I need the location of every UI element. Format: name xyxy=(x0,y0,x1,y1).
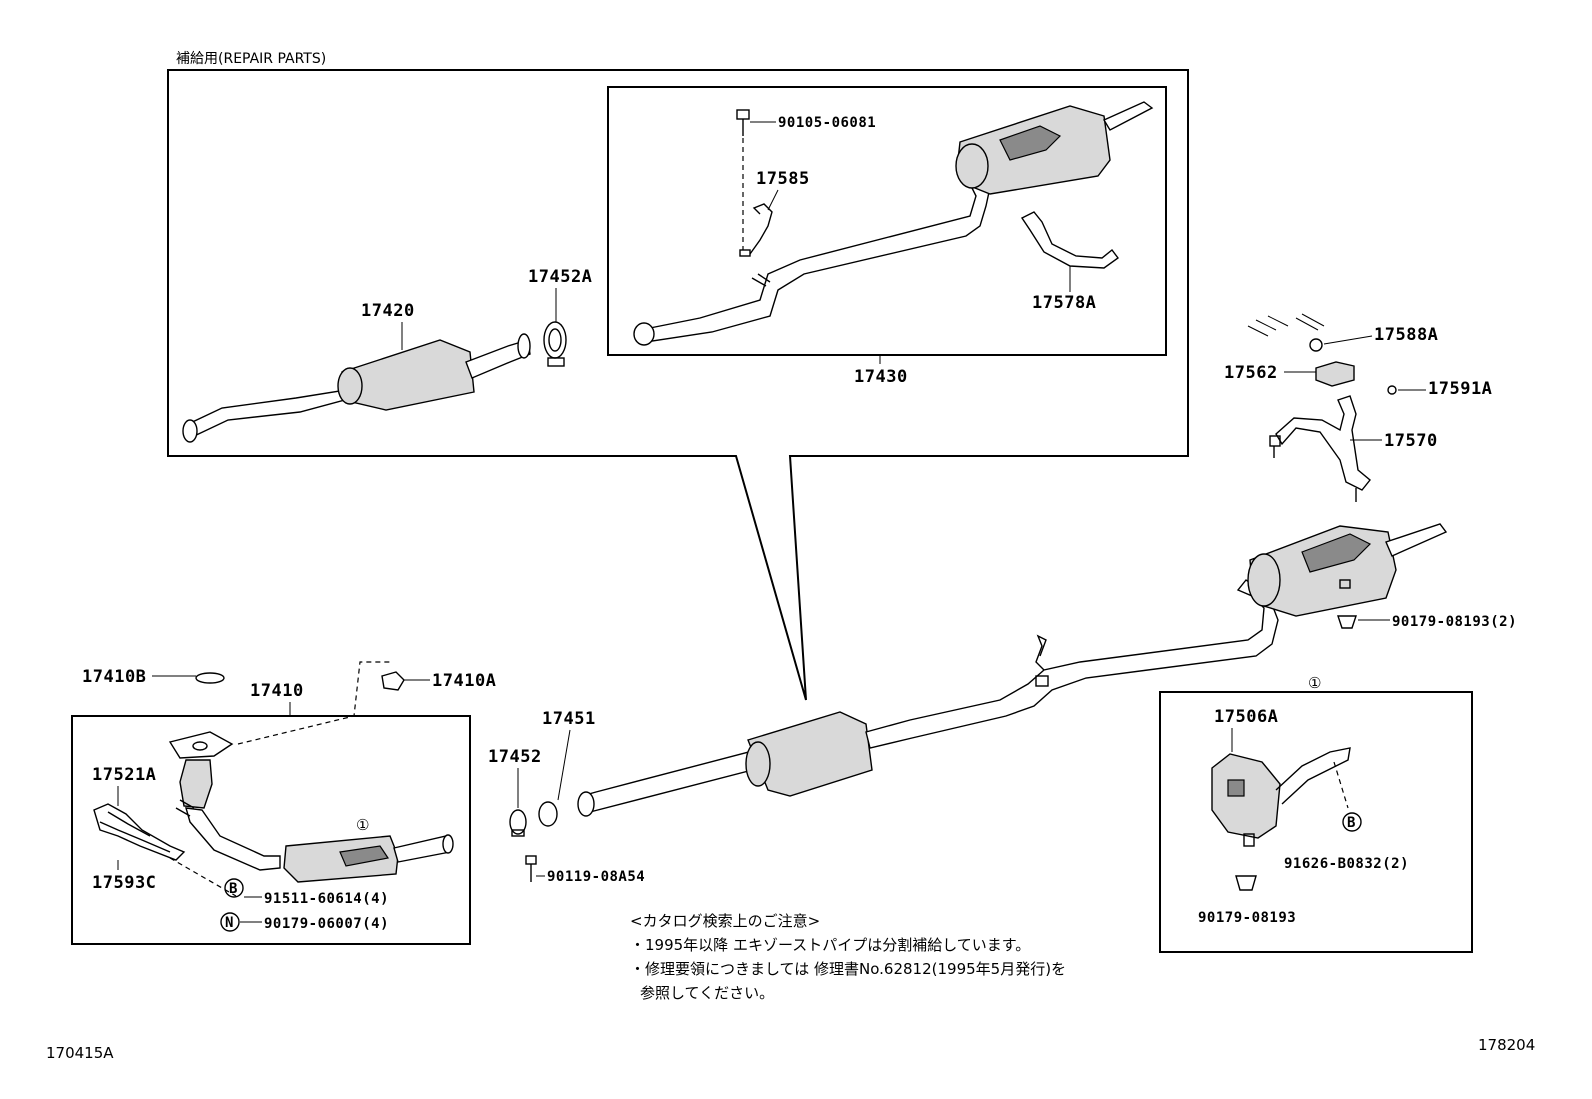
repair-parts-heading: 補給用(REPAIR PARTS) xyxy=(176,51,326,67)
label-17562: 17562 xyxy=(1224,363,1278,383)
label-17506A: 17506A xyxy=(1214,707,1278,727)
gasket-clamp-drawing xyxy=(509,801,558,882)
repair-parts-frame xyxy=(167,69,1189,701)
label-17570: 17570 xyxy=(1384,431,1438,451)
center-pipe-inset-frame xyxy=(607,86,1167,356)
nut-90179-08193-drawing xyxy=(1235,875,1257,891)
center-pipe-17430-drawing xyxy=(633,101,1154,346)
label-17420: 17420 xyxy=(361,301,415,321)
label-17410B: 17410B xyxy=(82,667,146,687)
front-pipe-frame xyxy=(71,715,471,945)
bolt-b-marker-right: B xyxy=(1342,812,1362,832)
footer-left-code: 170415A xyxy=(46,1044,114,1062)
circled-marker-right: ① xyxy=(1308,674,1321,692)
notes-line-1: ・1995年以降 エキゾーストパイプは分割補給しています。 xyxy=(630,936,1030,954)
label-90105-06081: 90105-06081 xyxy=(778,115,876,131)
front-pipe-17410-drawing xyxy=(168,731,454,883)
notes-line-3: 参照してください。 xyxy=(640,984,774,1002)
svg-text:N: N xyxy=(225,915,234,931)
notes-line-2: ・修理要領につきましては 修理書No.62812(1995年5月発行)を xyxy=(630,960,1066,978)
front-pipe-17420-drawing xyxy=(182,333,531,443)
hanger-inset-frame xyxy=(1159,691,1473,953)
svg-text:B: B xyxy=(229,881,238,897)
label-17585: 17585 xyxy=(756,169,810,189)
label-17588A: 17588A xyxy=(1374,325,1438,345)
bracket-17578A-drawing xyxy=(1020,211,1119,269)
gasket-17410B-drawing xyxy=(195,672,225,684)
label-17593C: 17593C xyxy=(92,873,156,893)
label-91626-B0832: 91626-B0832(2) xyxy=(1284,856,1409,872)
label-17410A: 17410A xyxy=(432,671,496,691)
nut-17410A-drawing xyxy=(381,671,405,691)
svg-text:B: B xyxy=(1347,815,1356,831)
label-90179-08193-2: 90179-08193(2) xyxy=(1392,614,1517,630)
bolt-90105-drawing xyxy=(736,109,773,257)
hanger-parts-drawing xyxy=(1247,313,1397,502)
bolt-b-marker: B xyxy=(224,878,244,898)
label-17578A: 17578A xyxy=(1032,293,1096,313)
label-17591A: 17591A xyxy=(1428,379,1492,399)
label-90179-06007: 90179-06007(4) xyxy=(264,916,389,932)
label-17451: 17451 xyxy=(542,709,596,729)
label-90119-08A54: 90119-08A54 xyxy=(547,869,645,885)
footer-right-code: 178204 xyxy=(1478,1036,1535,1054)
label-17452A: 17452A xyxy=(528,267,592,287)
circled-marker-left: ① xyxy=(356,816,369,834)
label-90179-08193: 90179-08193 xyxy=(1198,910,1296,926)
label-17521A: 17521A xyxy=(92,765,156,785)
label-17410: 17410 xyxy=(250,681,304,701)
nut-90179-08193-2-drawing xyxy=(1337,615,1357,629)
notes-title: <カタログ検索上のご注意> xyxy=(630,912,820,930)
main-exhaust-drawing xyxy=(577,523,1448,817)
label-17430: 17430 xyxy=(854,367,908,387)
label-17452: 17452 xyxy=(488,747,542,767)
nut-n-marker: N xyxy=(220,912,240,932)
hanger-17506A-drawing xyxy=(1211,747,1351,847)
clamp-17452A-drawing xyxy=(543,321,567,367)
label-91511-60614: 91511-60614(4) xyxy=(264,891,389,907)
